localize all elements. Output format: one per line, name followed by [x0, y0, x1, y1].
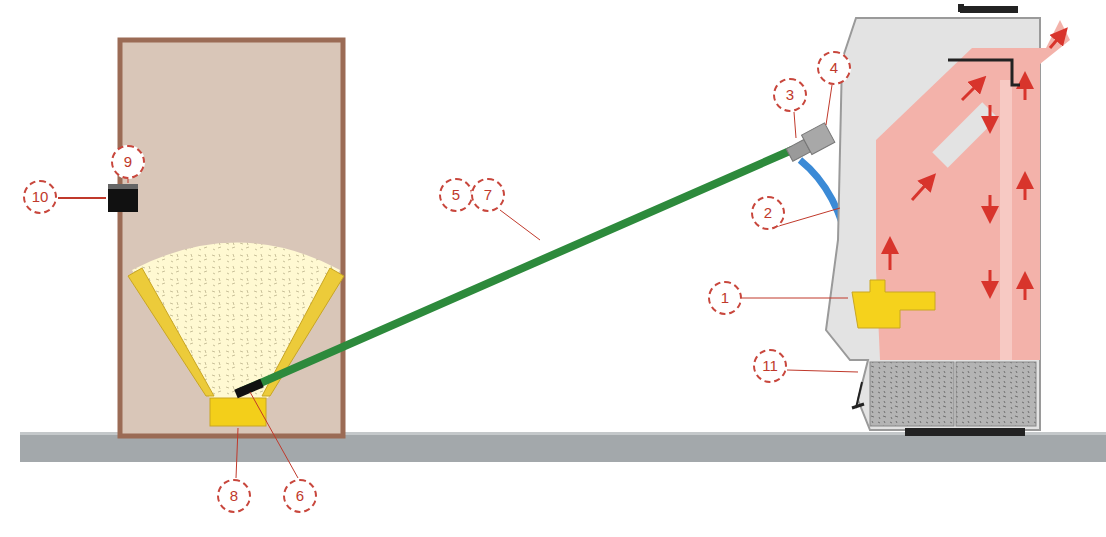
- callout-number: 5: [439, 178, 473, 212]
- callout-number: 6: [283, 479, 317, 513]
- callout-number: 9: [111, 145, 145, 179]
- callout-number: 2: [751, 196, 785, 230]
- callout-number: 3: [773, 78, 807, 112]
- callout-number: 4: [817, 51, 851, 85]
- callout-number: 11: [753, 349, 787, 383]
- callout-number: 10: [23, 180, 57, 214]
- callout-number: 7: [471, 178, 505, 212]
- callout-number: 1: [708, 281, 742, 315]
- callout-number: 8: [217, 479, 251, 513]
